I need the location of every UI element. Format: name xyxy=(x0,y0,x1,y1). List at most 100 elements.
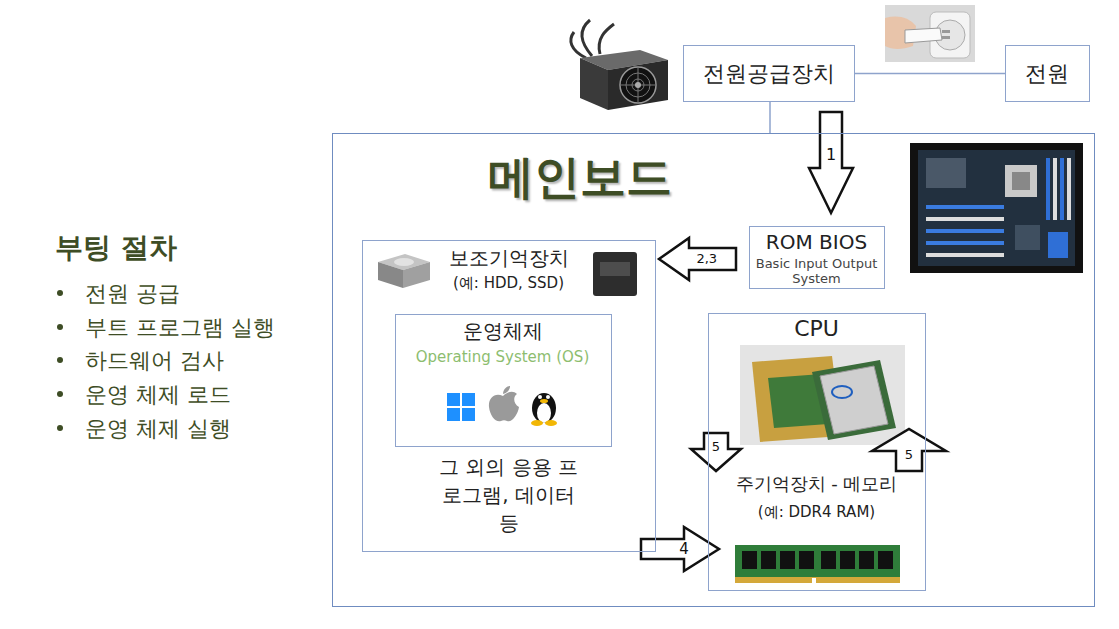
cpu-picture-part xyxy=(832,386,852,398)
power-supply-picture-part xyxy=(571,20,614,58)
callout-number: 5 xyxy=(904,448,914,462)
component-box: 전원공급장치 xyxy=(683,45,855,102)
procedure-step: 부트 프로그램 실행 xyxy=(85,313,275,343)
motherboard-picture-part xyxy=(1015,225,1040,250)
apple-logo-part xyxy=(489,392,519,422)
procedure-step: 하드웨어 검사 xyxy=(85,346,224,376)
plug-picture-part xyxy=(885,5,975,62)
box-subtitle: (예: DDR4 RAM) xyxy=(717,503,917,521)
cpu-picture xyxy=(740,345,905,445)
linux-logo-part xyxy=(546,395,550,399)
block-arrow xyxy=(809,112,853,213)
windows-logo xyxy=(447,393,475,421)
linux-logo-part xyxy=(540,399,548,403)
ssd-icon-part xyxy=(593,252,637,296)
ram-picture-part xyxy=(735,577,900,583)
box-subtitle: Basic Input Output System xyxy=(756,257,878,287)
power-supply-picture-part xyxy=(580,58,608,110)
motherboard-picture-part xyxy=(926,229,1004,233)
ram-picture-part xyxy=(878,551,893,569)
linux-logo-part xyxy=(531,420,543,426)
bullet-dot xyxy=(57,290,63,296)
box-title: 보조기억장치 xyxy=(414,246,604,270)
linux-logo xyxy=(531,393,557,426)
cpu-picture-part xyxy=(820,366,888,434)
ram-picture-part xyxy=(799,551,814,569)
box-title: 운영체제 xyxy=(403,319,603,343)
hdd-icon-part xyxy=(378,262,403,288)
ram-picture-part xyxy=(840,551,855,569)
ram-picture-part xyxy=(812,578,816,583)
power-supply-picture-part xyxy=(608,60,668,110)
motherboard-picture-part xyxy=(926,205,1004,209)
ssd-icon-part xyxy=(600,262,630,276)
ram-picture xyxy=(735,545,900,583)
bullet-dot xyxy=(57,391,63,397)
bullet-dot xyxy=(57,425,63,431)
procedure-step: 운영 체제 로드 xyxy=(85,380,231,410)
linux-logo-part xyxy=(545,420,557,426)
ssd-icon xyxy=(593,252,637,296)
box-title: 전원 xyxy=(1007,61,1087,87)
bullet-dot xyxy=(57,357,63,363)
linux-logo-part xyxy=(537,403,551,423)
plug-picture-part xyxy=(942,30,950,33)
ram-picture-part xyxy=(821,551,836,569)
block-arrow xyxy=(691,433,741,471)
motherboard-picture-part xyxy=(910,143,1083,273)
callout-number: 5 xyxy=(711,440,721,454)
cpu-picture-part xyxy=(740,345,905,445)
motherboard-picture-part xyxy=(1012,172,1030,190)
ram-picture-part xyxy=(742,551,757,569)
block-arrow xyxy=(872,429,946,471)
callout-number: 2,3 xyxy=(695,252,718,266)
component-box: 운영체제 Operating System (OS) xyxy=(395,314,612,447)
component-box: 주기억장치 - 메모리 (예: DDR4 RAM) xyxy=(708,453,926,591)
box-title: ROM BIOS xyxy=(751,230,883,254)
plug-picture-part xyxy=(942,36,950,39)
power-supply-picture xyxy=(571,20,668,110)
ram-picture-part xyxy=(761,551,776,569)
linux-logo-part xyxy=(532,393,556,423)
motherboard-picture-part xyxy=(1067,158,1071,220)
motherboard-picture-part xyxy=(1060,158,1064,220)
cpu-picture-part xyxy=(812,360,896,440)
ram-picture-part xyxy=(859,551,874,569)
motherboard-picture xyxy=(910,143,1083,273)
procedure-step: 운영 체제 실행 xyxy=(85,414,231,444)
power-supply-picture-part xyxy=(620,67,656,103)
hdd-icon-part xyxy=(403,262,430,288)
plug-picture-part xyxy=(905,28,942,43)
component-box: 전원 xyxy=(1005,45,1090,102)
hdd-icon xyxy=(378,254,430,288)
windows-logo-part xyxy=(462,393,475,406)
block-arrow xyxy=(659,238,736,280)
plug-picture xyxy=(885,5,975,62)
callout-number: 4 xyxy=(678,541,690,558)
box-subtitle: (예: HDD, SSD) xyxy=(414,274,604,292)
motherboard-picture-part xyxy=(1005,165,1037,197)
bullet-dot xyxy=(57,324,63,330)
ram-picture-part xyxy=(735,545,900,583)
region-title: 메인보드 xyxy=(450,150,710,205)
motherboard-picture-part xyxy=(926,158,966,188)
motherboard-picture-part xyxy=(926,217,1004,221)
box-subtitle: Operating System (OS) xyxy=(397,348,608,366)
apple-logo xyxy=(489,386,519,421)
power-supply-picture-part xyxy=(620,67,656,103)
ram-picture-part xyxy=(780,551,795,569)
component-box: CPU xyxy=(708,313,926,453)
motherboard-picture-part xyxy=(1053,158,1057,220)
motherboard-picture-part xyxy=(1046,158,1050,220)
procedure-step: 전원 공급 xyxy=(85,279,180,309)
windows-logo-part xyxy=(447,408,460,421)
windows-logo-part xyxy=(447,393,460,406)
component-box: 보조기억장치(예: HDD, SSD)그 외의 응용 프로그램, 데이터 등운영… xyxy=(362,240,656,552)
procedure-heading: 부팅 절차 xyxy=(55,229,177,267)
box-title: CPU xyxy=(717,316,917,342)
motherboard-picture-part xyxy=(1048,232,1068,258)
motherboard-picture-part xyxy=(918,150,1075,266)
windows-logo-part xyxy=(462,408,475,421)
box-title: 주기억장치 - 메모리 xyxy=(710,473,924,495)
